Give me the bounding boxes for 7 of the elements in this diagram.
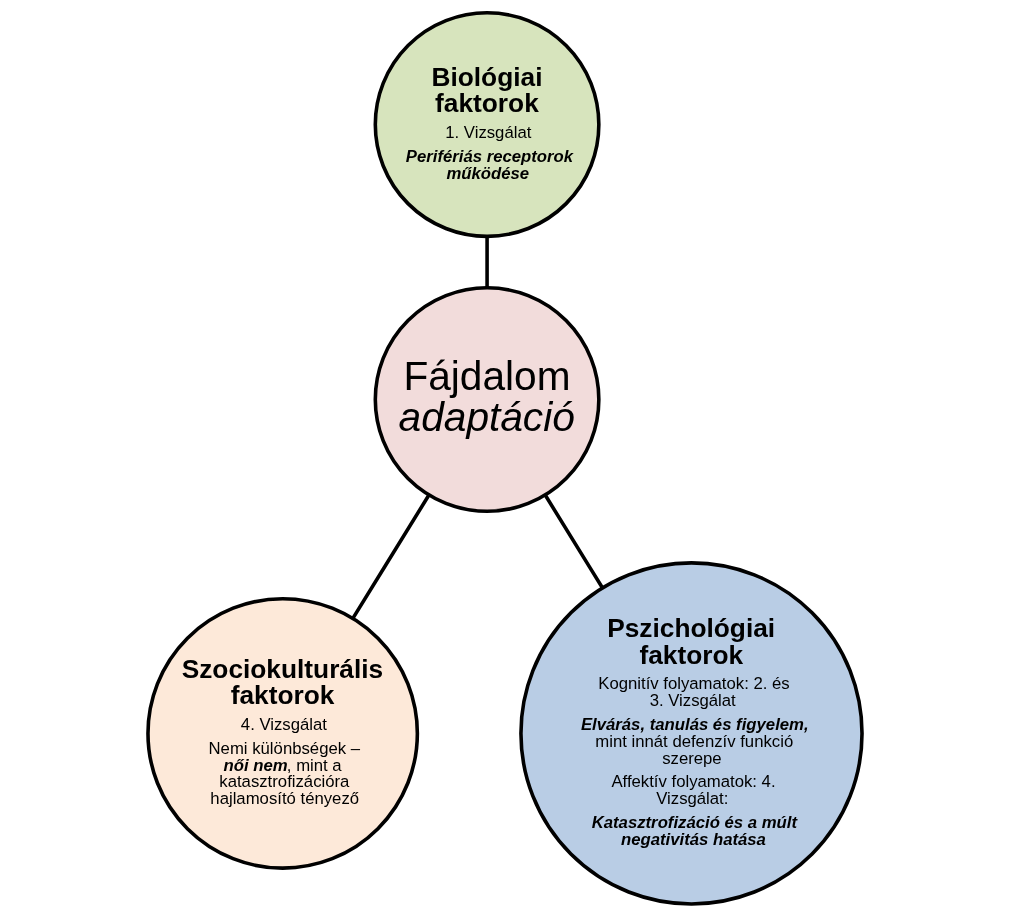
connector: [485, 236, 489, 288]
node-circle: Fájdalom adaptáció: [373, 285, 601, 514]
connector: [351, 494, 431, 620]
connector: [543, 494, 604, 589]
node-circle: Pszichológiai faktorok Kognitív folyamatok: 2. és 3. Vizsgálat Elvárás, tanulás és figyelem, mint innát defenzív funkció szerepe Affektív folyamatok: 4. Vizsgálat: Katasztrofizáció és a múlt negativitás hatása: [519, 561, 864, 906]
node-circle: Biológiai faktorok 1. Vizsgálat Perifériás receptorok működése: [373, 11, 601, 239]
node-circle: Szociokulturális faktorok 4. Vizsgálat Nemi különbségek – női nem, mint a katasztrofizációra hajlamosító tényező: [146, 596, 420, 870]
